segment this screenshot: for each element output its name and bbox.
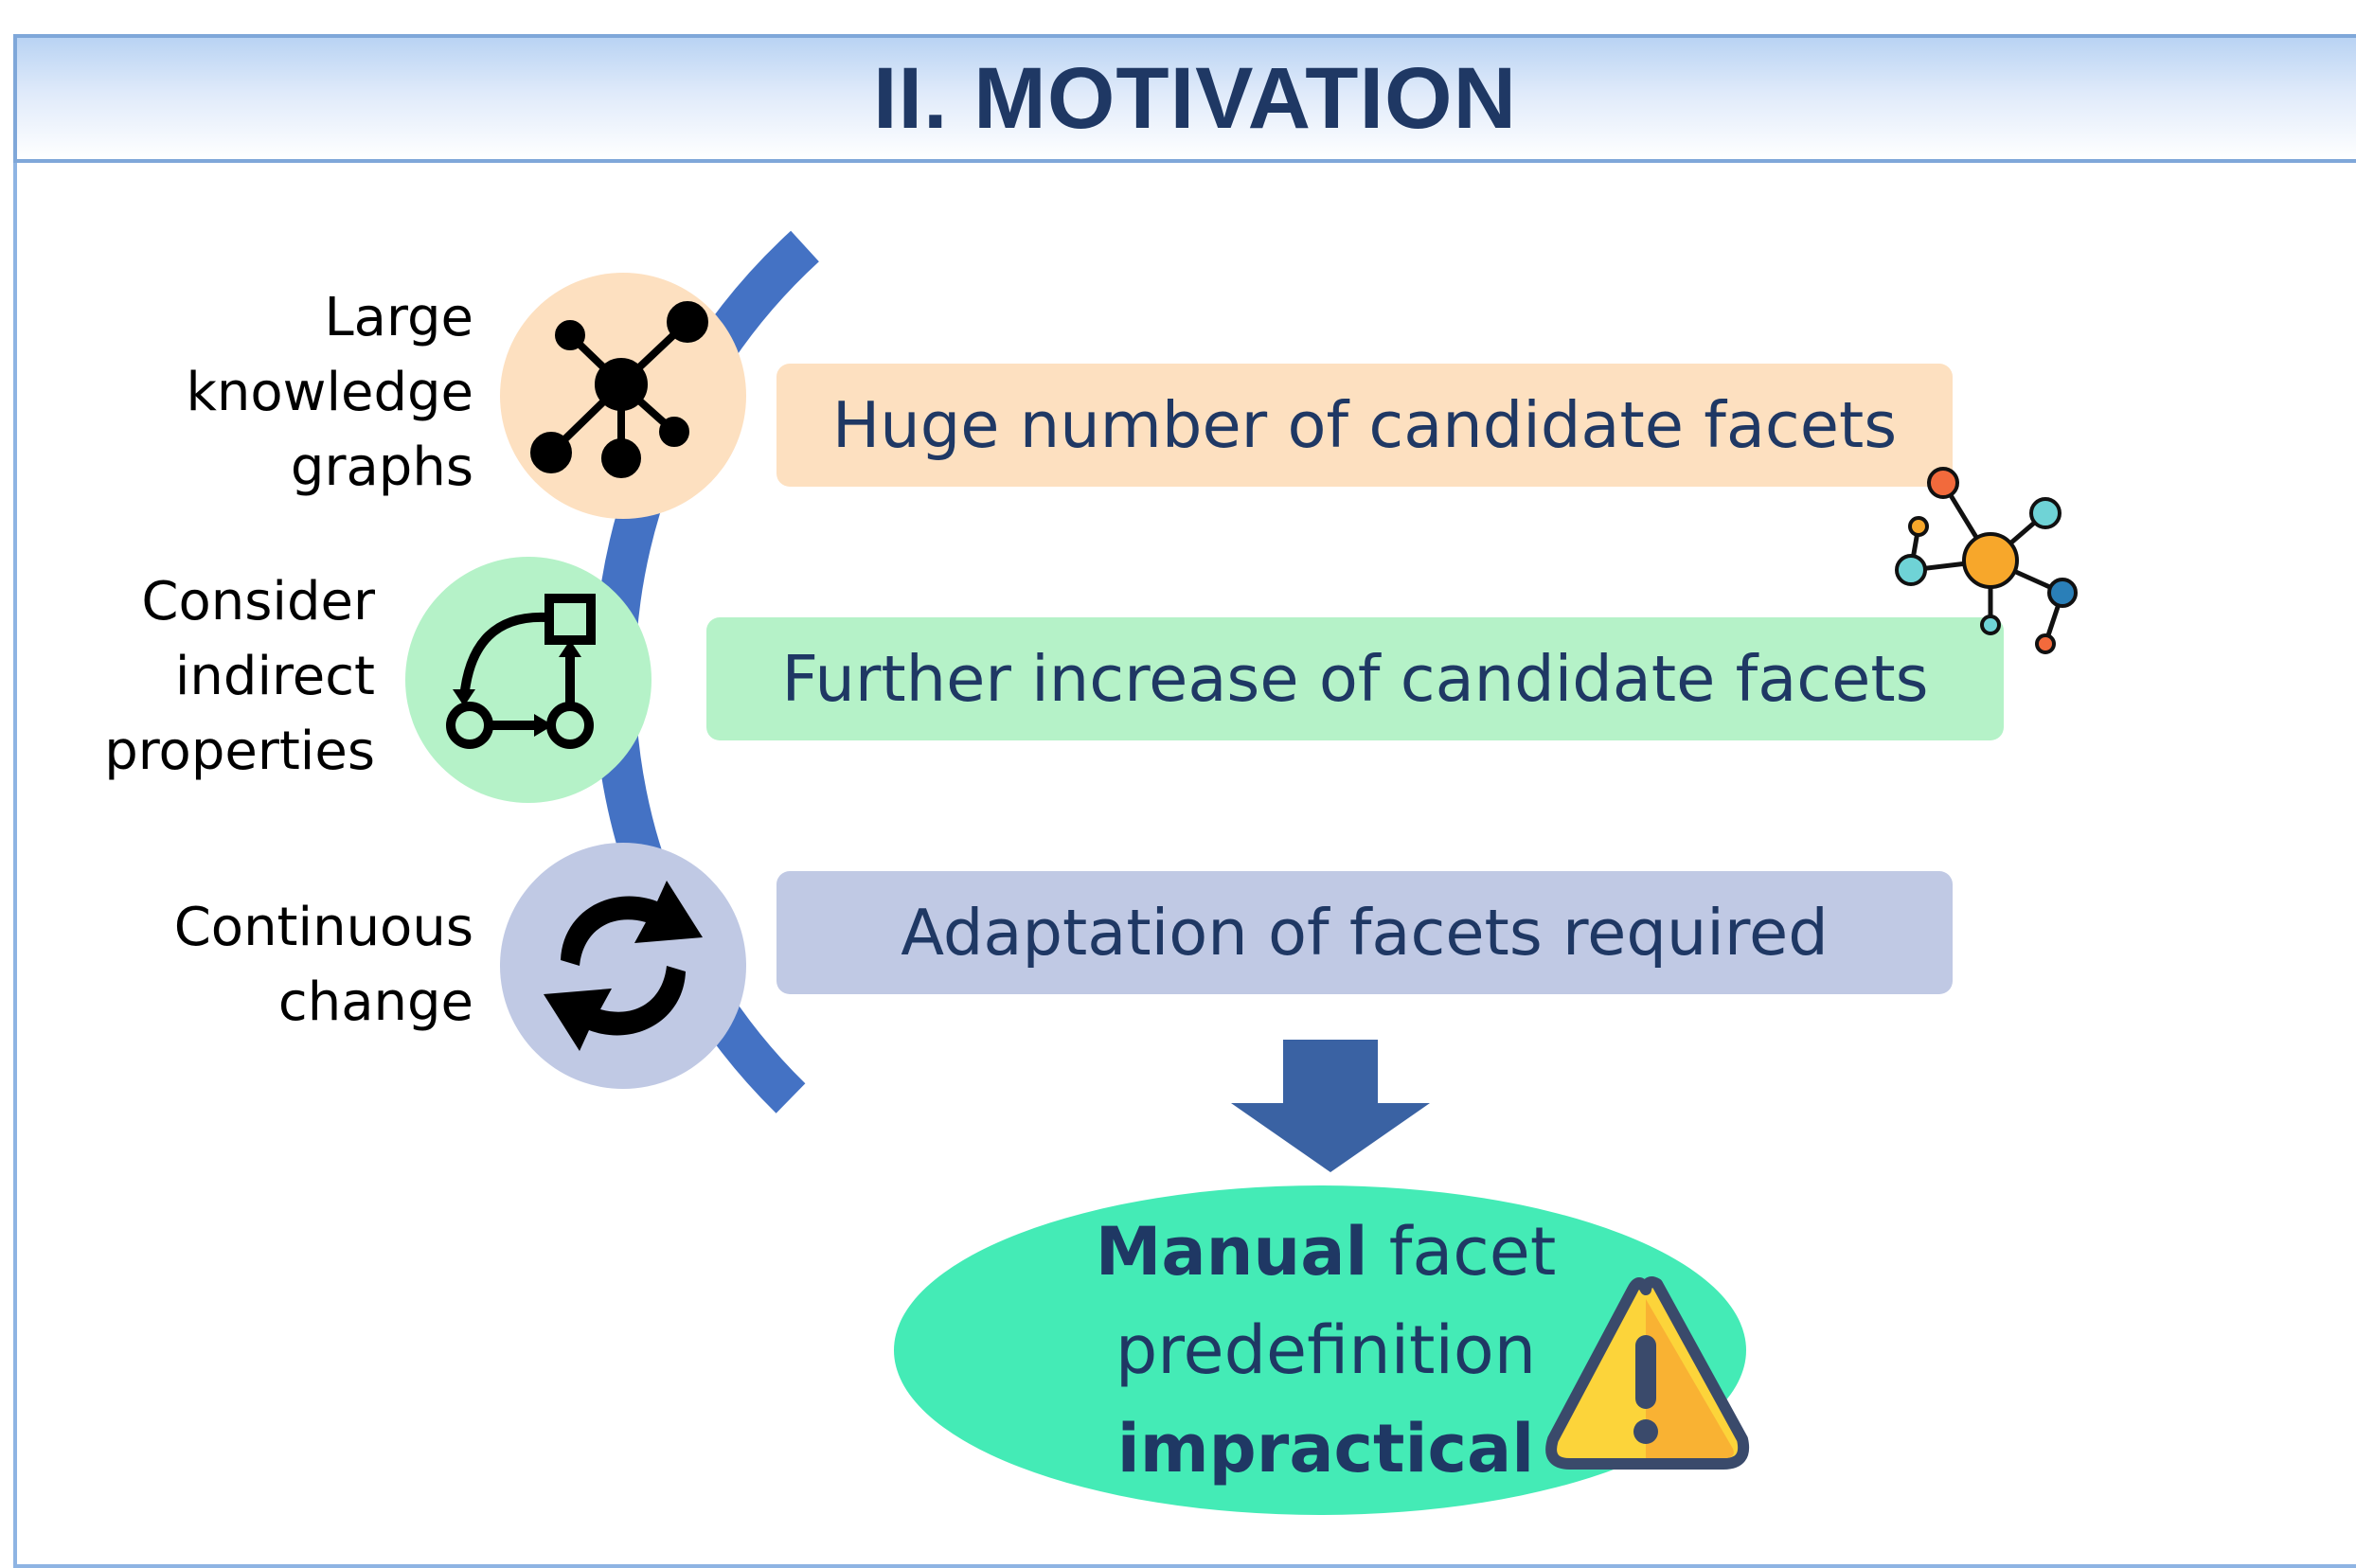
down-arrow bbox=[1231, 1040, 1430, 1172]
sync-arrows-icon bbox=[544, 881, 703, 1051]
statement-further-increase: Further increase of candidate facets bbox=[706, 617, 2004, 740]
conclusion-line-1: Manual facet bbox=[994, 1203, 1657, 1301]
conclusion-facet: facet bbox=[1367, 1213, 1557, 1291]
conclusion-line-3: impractical bbox=[994, 1399, 1657, 1498]
page-title: II. MOTIVATION bbox=[872, 50, 1518, 147]
conclusion-manual: Manual bbox=[1095, 1213, 1368, 1291]
circle-indirect-properties bbox=[405, 557, 651, 803]
label-indirect-properties: Consider indirect properties bbox=[104, 571, 375, 782]
statement-adaptation: Adaptation of facets required bbox=[776, 871, 1953, 994]
circle-continuous-change bbox=[500, 843, 746, 1089]
label-continuous-change: Continuous change bbox=[173, 897, 473, 1033]
circle-large-graphs bbox=[500, 273, 746, 519]
conclusion-text: Manual facet predefinition impractical bbox=[994, 1203, 1657, 1498]
conclusion-line-2: predefinition bbox=[1115, 1311, 1537, 1389]
label-large-graphs: Large knowledge graphs bbox=[186, 287, 473, 498]
network-node-icon bbox=[530, 301, 708, 478]
conclusion-impractical: impractical bbox=[1116, 1410, 1535, 1488]
statement-huge-number: Huge number of candidate facets bbox=[776, 364, 1953, 487]
indirect-path-icon bbox=[446, 594, 596, 749]
title-bar: II. MOTIVATION bbox=[13, 34, 2356, 163]
